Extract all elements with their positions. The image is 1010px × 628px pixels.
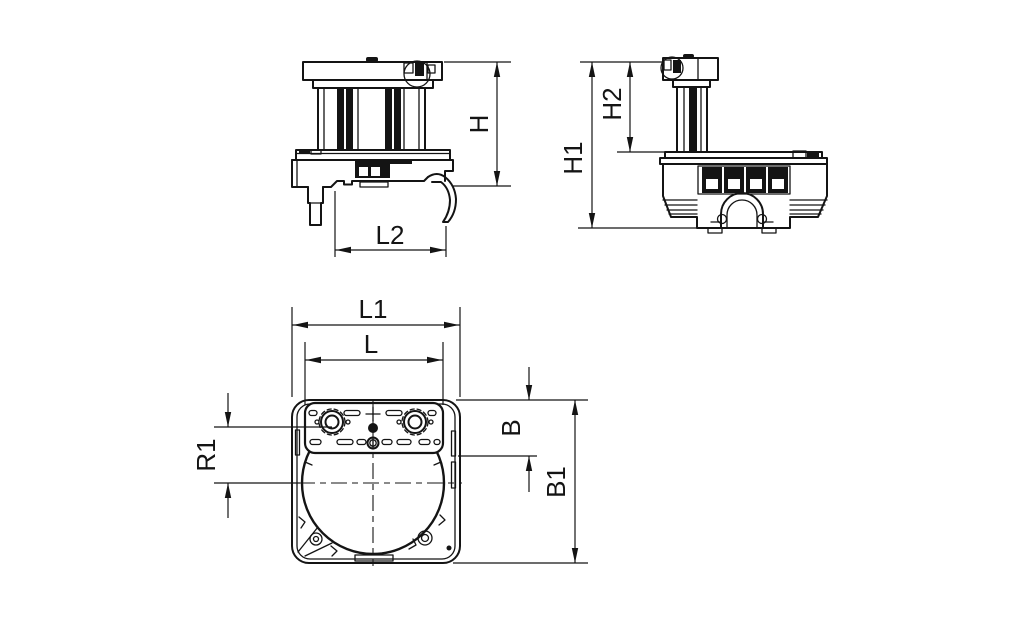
dim-l2: L2 [334, 191, 447, 257]
port-band [697, 165, 791, 195]
bottom-view [291, 399, 462, 566]
foot [307, 186, 324, 226]
cylinder-column [317, 87, 426, 151]
dim-label-r1: R1 [191, 438, 221, 471]
dim-h2: H2 [597, 62, 708, 153]
dim-h1: H1 [558, 61, 700, 229]
plate-slots-bottom [309, 438, 441, 446]
dim-b: B [456, 367, 588, 492]
front-view [291, 57, 457, 226]
center-pin [368, 423, 378, 433]
dim-label-l: L [364, 329, 378, 359]
plate-slots-top [308, 409, 437, 417]
dim-label-b1: B1 [541, 466, 571, 498]
dim-label-l1: L1 [359, 294, 388, 324]
side-column [672, 79, 711, 153]
dim-label-h1: H1 [558, 141, 588, 174]
centerlines [299, 399, 462, 566]
port-left [314, 408, 351, 436]
port-right [396, 408, 434, 436]
dim-l1: L1 [291, 294, 461, 397]
side-view [659, 54, 828, 234]
dim-label-l2: L2 [376, 220, 405, 250]
corner-details [297, 461, 452, 562]
clamp-arch [707, 192, 777, 234]
mounting-base [291, 149, 454, 188]
dim-b1: B1 [453, 400, 588, 564]
fitting-detail [403, 60, 436, 88]
dim-label-b: B [496, 419, 526, 436]
side-cap [660, 54, 719, 81]
dim-label-h: H [464, 115, 494, 134]
clamp-claw [427, 173, 457, 223]
dim-l: L [304, 329, 444, 405]
side-base [659, 150, 828, 229]
dim-r1: R1 [191, 393, 332, 518]
dim-h: H [444, 61, 511, 187]
dim-label-h2: H2 [597, 87, 627, 120]
port-plate [303, 401, 445, 455]
